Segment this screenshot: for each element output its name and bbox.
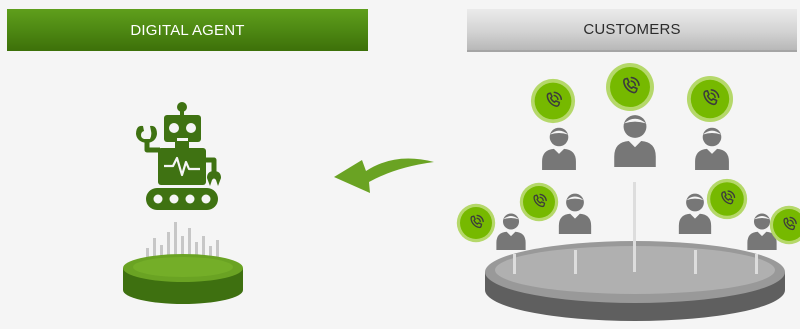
phone-call-icon (687, 76, 733, 122)
robot-icon (136, 102, 221, 210)
phone-call-icon (520, 183, 558, 221)
customer-icon (496, 213, 525, 250)
customer-icon (542, 128, 576, 170)
phone-call-icon (457, 204, 495, 242)
customer-icon (679, 194, 711, 234)
customer-icon (695, 128, 729, 170)
phone-call-icon (606, 63, 654, 111)
customer-icon (614, 115, 656, 167)
phone-call-icon (707, 179, 747, 219)
arrow-left-icon (334, 159, 434, 193)
agent-platform (123, 254, 243, 304)
customer-icon (559, 194, 591, 234)
phone-call-icon (531, 79, 575, 123)
